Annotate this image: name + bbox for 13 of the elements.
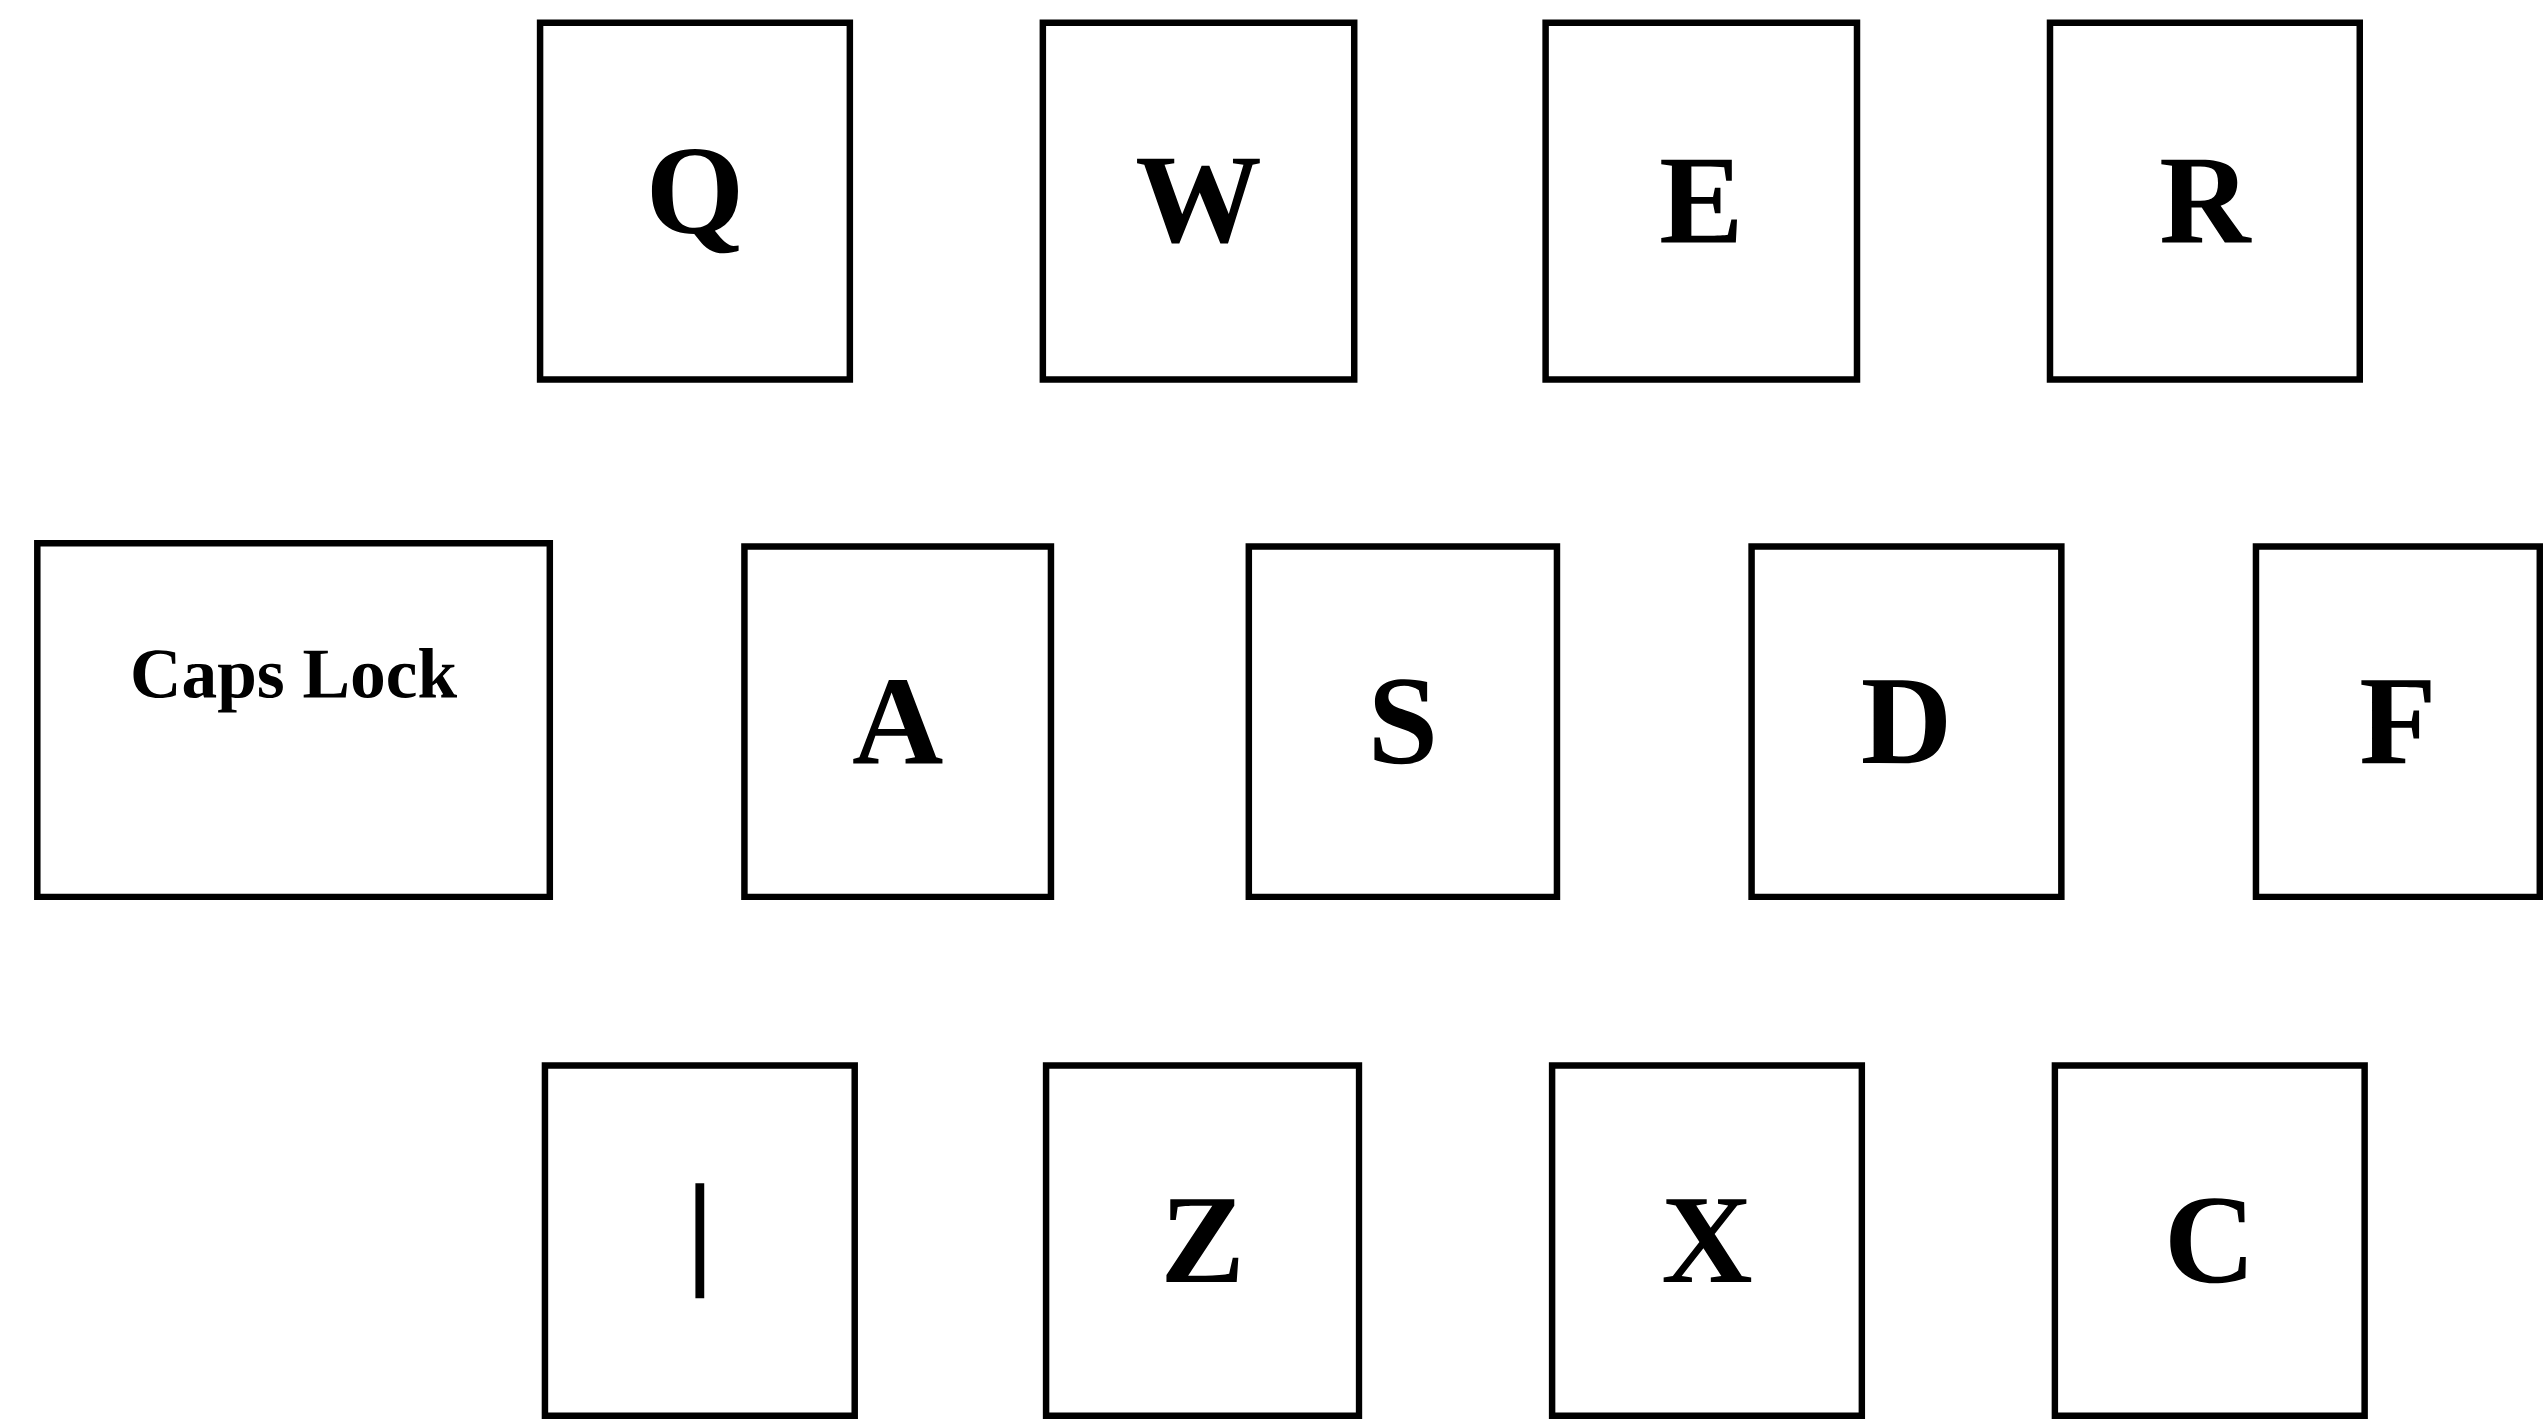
key-box: R bbox=[2046, 19, 2363, 383]
key-box: A bbox=[741, 543, 1055, 901]
key-box: Q bbox=[536, 19, 854, 383]
key-box: Caps Lock bbox=[34, 540, 554, 901]
key-box: | bbox=[541, 1062, 858, 1419]
key-box: F bbox=[2252, 543, 2543, 901]
key-box: E bbox=[1542, 19, 1861, 383]
key-box: X bbox=[1548, 1062, 1866, 1419]
key-box: D bbox=[1748, 543, 2065, 901]
key-box: S bbox=[1245, 543, 1561, 901]
key-box: Z bbox=[1042, 1062, 1363, 1419]
key-box: C bbox=[2051, 1062, 2368, 1419]
key-box: W bbox=[1039, 19, 1358, 383]
